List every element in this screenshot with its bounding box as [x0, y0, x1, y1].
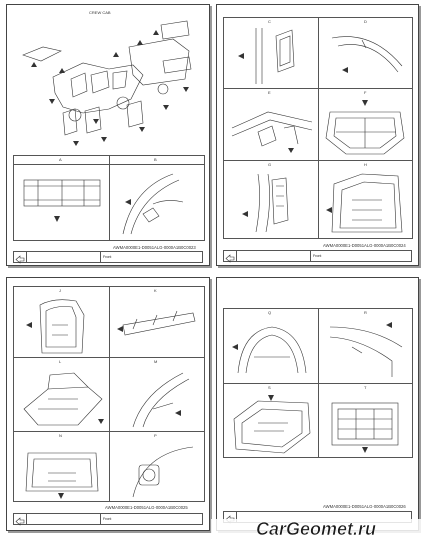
- page-1-footer: Front: [13, 251, 203, 264]
- front-arrow-icon: [224, 251, 237, 263]
- panel-label-f: F: [364, 90, 367, 95]
- panel-label-n: N: [59, 433, 62, 438]
- detail-grid: C D E F G H: [223, 17, 413, 239]
- panel-b-drawing: [122, 173, 184, 235]
- panel-c-drawing: [238, 28, 295, 84]
- page-2-footer: Front: [223, 250, 412, 263]
- page-3: J K L M N P: [6, 277, 210, 531]
- panel-label-m: M: [154, 359, 158, 364]
- panel-label-d: D: [364, 19, 367, 24]
- exploded-body-diagram: [22, 20, 192, 146]
- panel-label-q: Q: [268, 310, 272, 315]
- panel-label-j: J: [59, 288, 61, 293]
- watermark-text: CarGeomet.ru: [256, 519, 376, 539]
- detail-grid: A B: [13, 155, 205, 241]
- page-1-footer-text: Front: [103, 255, 112, 259]
- page-2: C D E F G H: [216, 4, 419, 266]
- page-3-footer: Front: [13, 513, 203, 526]
- panel-s-drawing: [233, 395, 311, 454]
- page-2-code: AWMA0000E1-D0051ALG-0000A1B0C0024: [323, 243, 406, 248]
- panel-label-s: S: [268, 385, 271, 390]
- detail-grid: J K L M N P: [13, 286, 205, 502]
- panel-e-drawing: [231, 111, 313, 153]
- page-1-code: AWMA0000E1-D0051ALG-0000A1B0C0023: [113, 245, 196, 250]
- panel-label-p: P: [154, 433, 157, 438]
- panel-label-g: G: [268, 162, 272, 167]
- panel-t-drawing: [331, 402, 399, 453]
- panel-h-drawing: [326, 173, 403, 233]
- panel-a-drawing: [23, 179, 101, 222]
- panel-f-drawing: [325, 100, 405, 155]
- front-arrow-icon: [14, 514, 27, 526]
- panel-label-b: B: [154, 157, 157, 162]
- front-arrow-icon: [14, 252, 27, 264]
- panel-label-e: E: [268, 90, 271, 95]
- panel-n-drawing: [25, 452, 99, 499]
- panel-g-drawing: [242, 173, 289, 233]
- page-1: CREW CAB A B: [6, 4, 210, 266]
- detail-grid: Q R S T: [223, 308, 413, 458]
- panel-label-h: H: [364, 162, 367, 167]
- cargeomet-watermark-logo: CarGeomet.ru: [211, 519, 421, 539]
- panel-l-drawing: [23, 372, 104, 426]
- page-3-code: AWMA0000E1-D0051ALG-0000A1B0C0025: [105, 505, 188, 510]
- panel-j-drawing: [26, 299, 85, 354]
- panel-q-drawing: [232, 326, 307, 374]
- page-1-title: CREW CAB: [89, 10, 111, 15]
- page-4-code: AWMA0000E1-D0051ALG-0000A1B0C0026: [323, 504, 406, 509]
- panel-m-drawing: [132, 372, 190, 428]
- panel-label-k: K: [154, 288, 157, 293]
- panel-p-drawing: [132, 446, 194, 498]
- panel-label-a: A: [59, 157, 62, 162]
- panel-label-t: T: [364, 385, 367, 390]
- panel-d-drawing: [331, 36, 403, 73]
- panel-label-c: C: [268, 19, 271, 24]
- panel-r-drawing: [329, 322, 403, 377]
- page-4: Q R S T: [216, 277, 419, 531]
- panel-k-drawing: [117, 310, 196, 336]
- page-2-footer-text: Front: [313, 254, 322, 258]
- panel-label-l: L: [59, 359, 62, 364]
- page-3-footer-text: Front: [103, 517, 112, 521]
- panel-label-r: R: [364, 310, 367, 315]
